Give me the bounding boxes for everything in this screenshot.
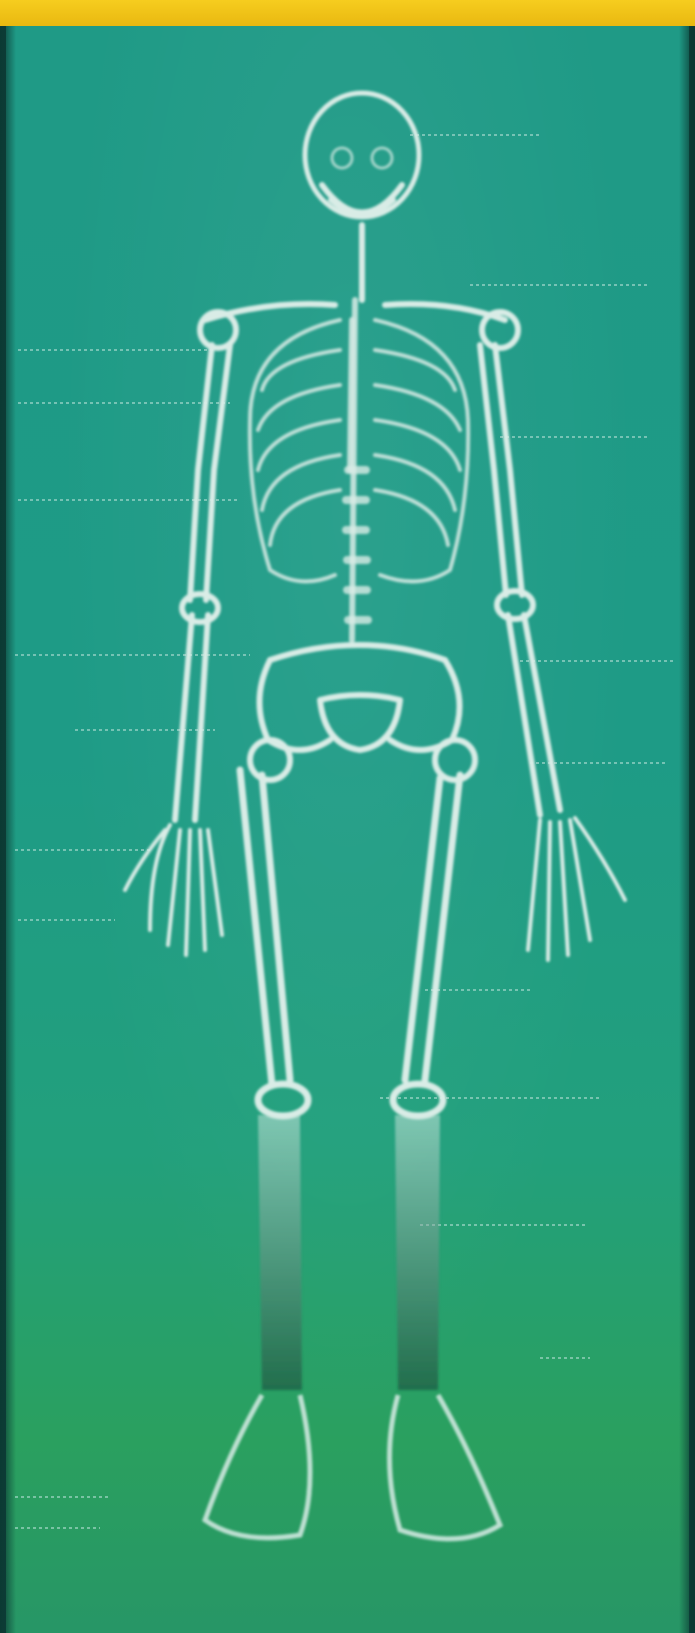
shoulder-girdle (200, 304, 518, 348)
left-foot (205, 1395, 310, 1538)
right-leg (393, 775, 460, 1116)
left-shin (258, 1115, 302, 1390)
feet (205, 1395, 500, 1539)
label-leader-lines (15, 135, 675, 1528)
left-arm (175, 345, 230, 820)
skull (305, 93, 419, 217)
skeleton (125, 93, 625, 1116)
lower-legs (258, 1115, 440, 1390)
left-leg (240, 770, 308, 1116)
right-arm (480, 345, 560, 815)
right-hand (528, 818, 625, 960)
rib-cage (250, 320, 468, 581)
right-foot (389, 1395, 500, 1539)
right-shin (395, 1115, 440, 1390)
pelvis (250, 645, 475, 780)
left-hand (125, 825, 222, 955)
